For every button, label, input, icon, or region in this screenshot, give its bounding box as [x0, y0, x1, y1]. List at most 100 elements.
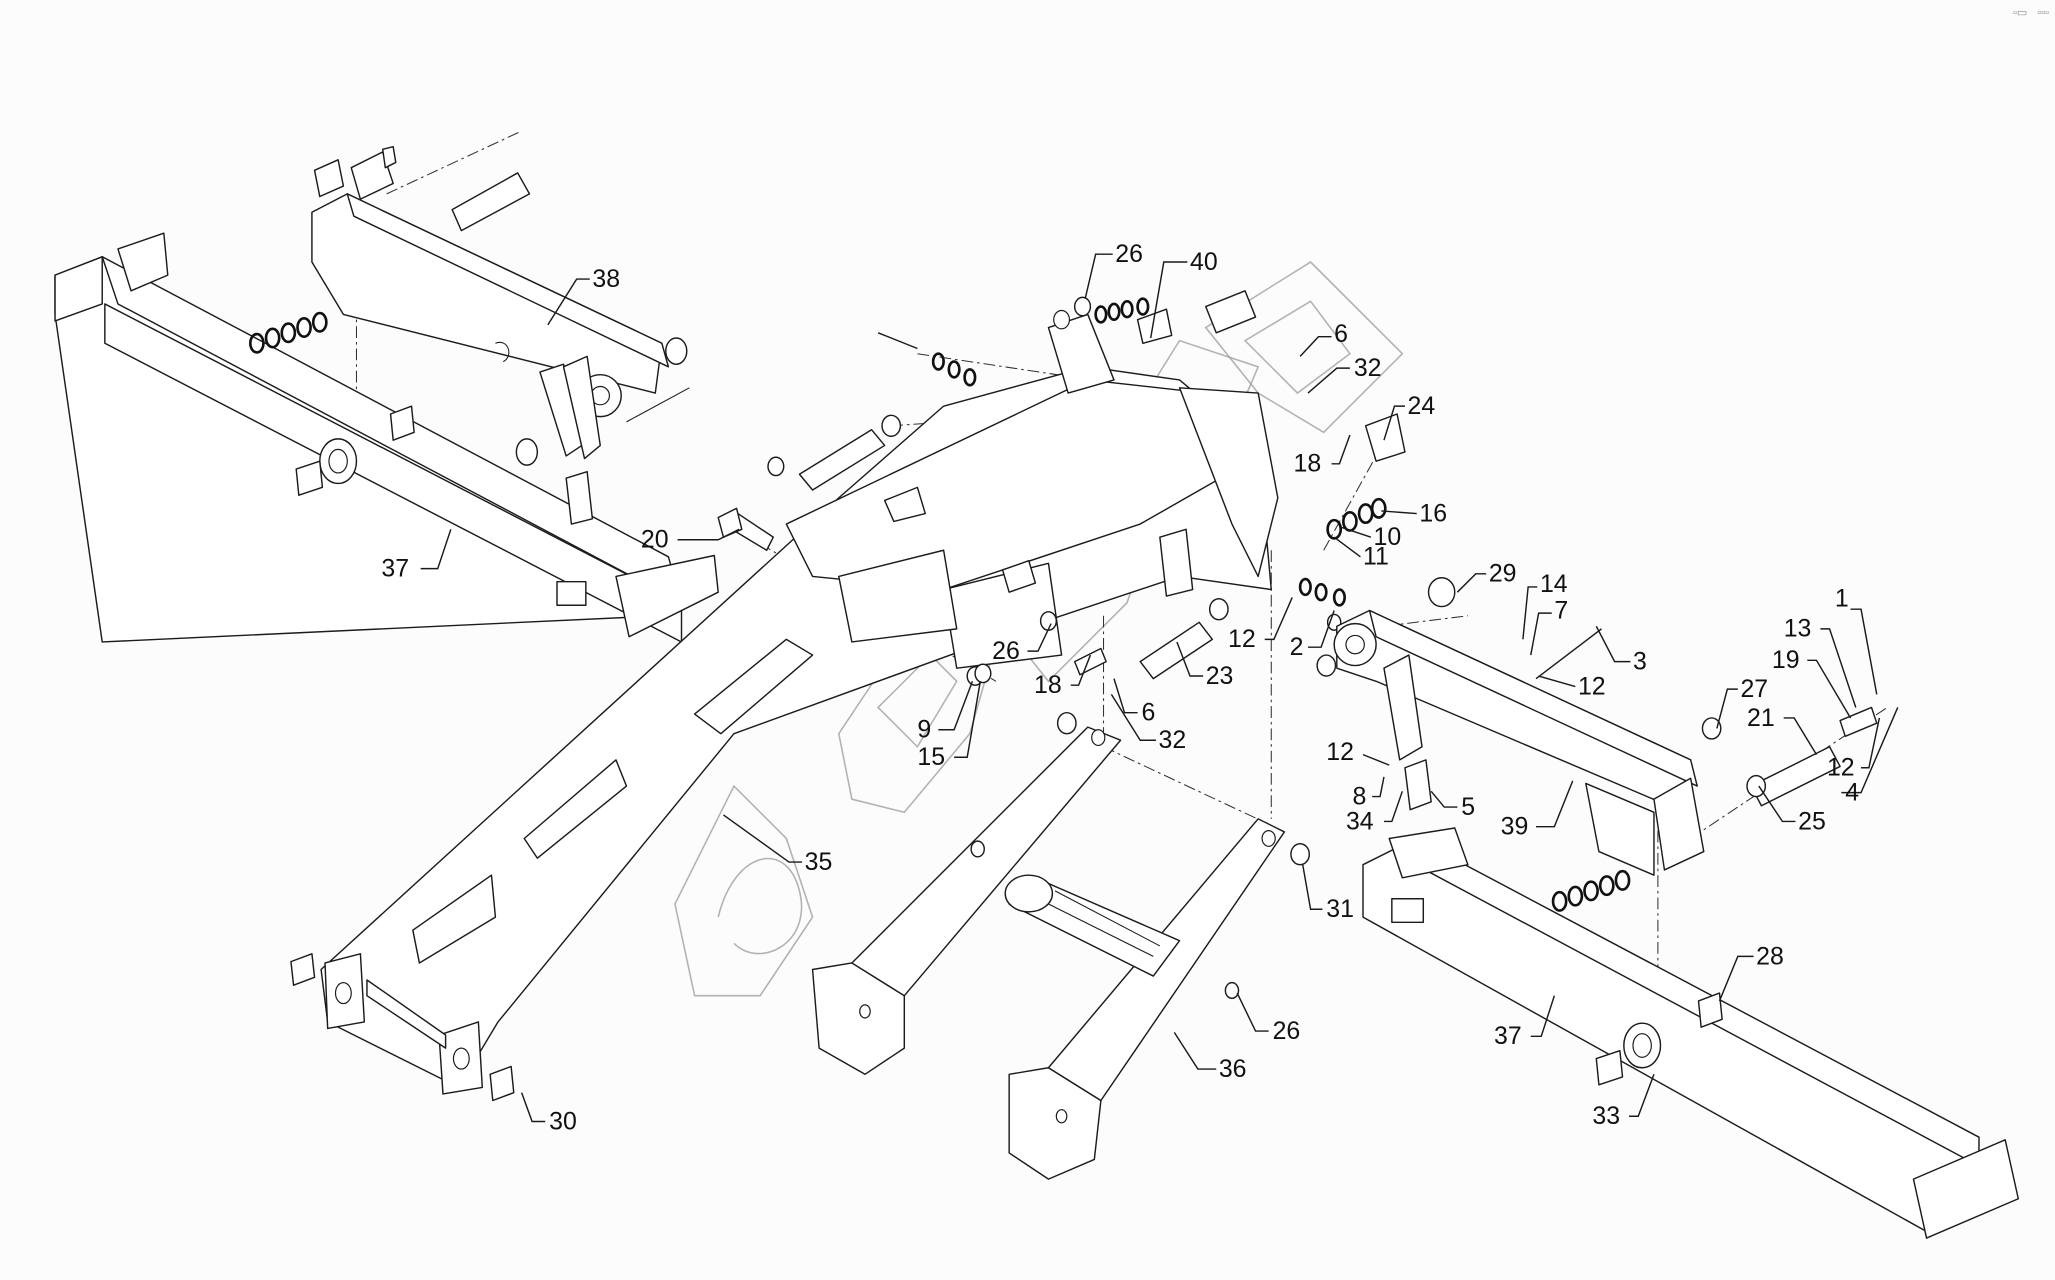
viewer-toolbar: ▫▭ ▫▫▫: [2013, 8, 2049, 19]
part-37-right-beam[interactable]: [1362, 827, 2020, 1239]
callout-number: 6: [1142, 699, 1156, 727]
callout-32[interactable]: 32: [1110, 693, 1187, 754]
callout-36[interactable]: 36: [1173, 1031, 1247, 1083]
callout-leader-line: [1264, 597, 1293, 641]
callout-10[interactable]: 10: [1339, 523, 1401, 551]
part-37-left-beam[interactable]: [54, 232, 719, 643]
callout-leader-line: [723, 814, 803, 863]
callout-leader-line: [1113, 678, 1138, 714]
part-39-right-bracket[interactable]: [1316, 577, 1878, 912]
callout-16[interactable]: 16: [1381, 499, 1447, 527]
callout-6[interactable]: 6: [1299, 320, 1348, 357]
callout-12[interactable]: 12: [1827, 717, 1881, 782]
callout-leader-line: [1820, 628, 1857, 708]
callout-39[interactable]: 39: [1501, 780, 1574, 841]
callout-number: 31: [1326, 895, 1354, 923]
callout-12[interactable]: 12: [1538, 672, 1606, 700]
callout-leader-line: [938, 681, 974, 731]
callout-number: 28: [1756, 942, 1784, 970]
callout-leader-line: [1372, 776, 1385, 798]
callout-23[interactable]: 23: [1176, 641, 1234, 690]
callout-leader-line: [1307, 610, 1335, 648]
part-38-upper-bracket[interactable]: [249, 146, 690, 525]
callout-37[interactable]: 37: [381, 529, 452, 582]
callout-number: 4: [1845, 778, 1859, 806]
callout-38[interactable]: 38: [547, 265, 620, 326]
callout-37[interactable]: 37: [1494, 995, 1556, 1050]
callout-33[interactable]: 33: [1592, 1074, 1655, 1130]
callout-number: 33: [1592, 1102, 1620, 1130]
ring-set-upper: [1094, 297, 1150, 324]
callout-11[interactable]: 11: [1333, 536, 1389, 571]
callout-leader-line: [1307, 367, 1350, 394]
callout-1[interactable]: 1: [1835, 585, 1878, 695]
callout-leader-line: [1339, 525, 1372, 538]
callout-8[interactable]: 8: [1353, 776, 1385, 811]
window-restore-icon[interactable]: ▫▭: [2013, 7, 2028, 19]
callout-leader-line: [1383, 791, 1404, 823]
callout-29[interactable]: 29: [1456, 560, 1517, 593]
callout-21[interactable]: 21: [1747, 704, 1818, 756]
fasteners-cluster-center[interactable]: [717, 290, 1406, 686]
callout-number: 23: [1206, 662, 1234, 690]
callout-number: 32: [1159, 726, 1187, 754]
callout-leader-line: [1530, 995, 1556, 1038]
callout-18[interactable]: 18: [1034, 654, 1092, 699]
callout-leader-line: [1595, 625, 1631, 663]
callout-leader-line: [1850, 608, 1878, 695]
callout-9[interactable]: 9: [917, 681, 974, 744]
callout-32[interactable]: 32: [1307, 354, 1382, 394]
callout-leader-line: [420, 529, 452, 570]
callout-12[interactable]: 12: [1326, 738, 1390, 766]
bushings[interactable]: [290, 953, 515, 1102]
callout-leader-line: [1758, 785, 1796, 823]
callout-number: 35: [805, 848, 833, 876]
callout-15[interactable]: 15: [917, 681, 982, 771]
callout-leader-line: [1716, 688, 1738, 729]
callout-25[interactable]: 25: [1758, 785, 1826, 835]
callout-24[interactable]: 24: [1383, 392, 1436, 441]
callout-number: 12: [1228, 625, 1256, 653]
callout-number: 21: [1747, 704, 1775, 732]
callout-number: 30: [549, 1107, 577, 1135]
callout-31[interactable]: 31: [1302, 864, 1354, 923]
callout-number: 36: [1219, 1055, 1247, 1083]
callout-number: 24: [1408, 392, 1436, 420]
callout-number: 7: [1554, 596, 1568, 624]
callout-3[interactable]: 3: [1595, 625, 1647, 675]
callout-2[interactable]: 2: [1290, 610, 1335, 662]
callout-number: 29: [1489, 560, 1517, 588]
callout-leader-line: [1430, 790, 1458, 808]
callout-26[interactable]: 26: [992, 623, 1052, 665]
callout-26[interactable]: 26: [1084, 240, 1143, 299]
callout-28[interactable]: 28: [1718, 942, 1784, 1002]
callout-18[interactable]: 18: [1294, 434, 1351, 478]
callout-40[interactable]: 40: [1149, 248, 1218, 339]
callout-13[interactable]: 13: [1784, 615, 1857, 708]
callout-number: 3: [1633, 647, 1647, 675]
callout-4[interactable]: 4: [1841, 707, 1899, 806]
callout-14[interactable]: 14: [1522, 570, 1568, 640]
callout-19[interactable]: 19: [1772, 646, 1852, 719]
part-35-main-frame[interactable]: [320, 309, 1279, 1095]
callout-26[interactable]: 26: [1236, 992, 1300, 1045]
callout-20[interactable]: 20: [641, 526, 740, 554]
callout-leader-line: [1027, 623, 1052, 652]
callout-35[interactable]: 35: [723, 814, 833, 876]
callout-12[interactable]: 12: [1228, 597, 1293, 653]
callout-5[interactable]: 5: [1430, 790, 1475, 821]
callout-7[interactable]: 7: [1530, 596, 1568, 656]
callout-34[interactable]: 34: [1346, 791, 1404, 835]
callout-number: 9: [917, 716, 931, 744]
callout-30[interactable]: 30: [520, 1092, 577, 1136]
callout-27[interactable]: 27: [1716, 675, 1768, 729]
callout-leader-line: [954, 681, 982, 758]
part-36-link-arms[interactable]: [811, 711, 1310, 1180]
callout-leader-line: [1383, 405, 1405, 441]
more-options-icon[interactable]: ▫▫▫: [2037, 7, 2049, 19]
callout-leader-line: [1456, 573, 1487, 593]
callout-leader-line: [1149, 261, 1188, 339]
callout-leader-line: [1070, 654, 1092, 686]
callout-6[interactable]: 6: [1113, 678, 1156, 727]
callout-leader-line: [1110, 693, 1156, 741]
